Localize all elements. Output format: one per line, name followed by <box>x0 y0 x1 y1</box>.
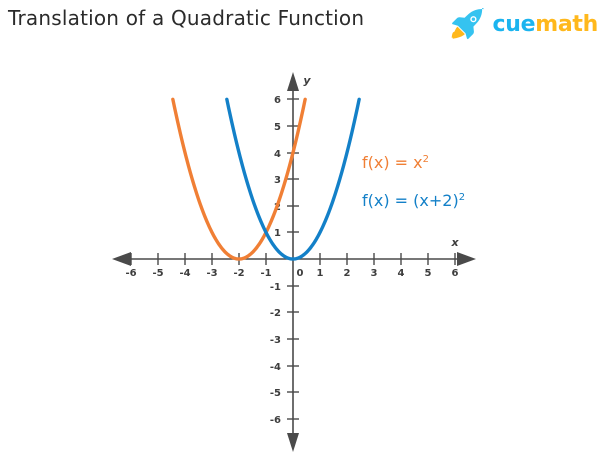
y-tick-label: -1 <box>270 282 281 293</box>
y-axis-tick-labels: 6 5 4 3 2 1 -1 -2 -3 -4 -5 -6 <box>270 95 281 426</box>
legend-blue-exponent: 2 <box>459 192 465 203</box>
legend-blue-main: f(x) = (x+2) <box>362 191 459 210</box>
rocket-icon <box>447 8 487 40</box>
parabola-curve-orange <box>171 97 307 261</box>
logo-text-cue: cue <box>492 11 536 37</box>
x-tick-label: 1 <box>317 268 324 279</box>
x-tick-label: -1 <box>260 268 271 279</box>
y-axis-label: y <box>303 74 311 87</box>
y-tick-label: 5 <box>274 122 281 133</box>
x-tick-label: 5 <box>425 268 432 279</box>
y-tick-label: -3 <box>270 335 281 346</box>
x-tick-label: -3 <box>206 268 217 279</box>
x-tick-label: -6 <box>125 268 136 279</box>
x-tick-label: -2 <box>233 268 244 279</box>
legend: f(x) = x2 f(x) = (x+2)2 <box>362 153 465 210</box>
x-axis-label: x <box>450 236 459 249</box>
y-tick-label: 4 <box>274 149 281 160</box>
y-axis-ticks <box>287 98 299 420</box>
y-tick-label: -2 <box>270 308 281 319</box>
page-title: Translation of a Quadratic Function <box>8 6 365 30</box>
x-tick-label: 3 <box>371 268 378 279</box>
quadratic-translation-chart: -6 -5 -4 -3 -2 -1 0 1 2 3 4 5 6 6 5 4 3 … <box>0 62 608 464</box>
legend-label-blue: f(x) = (x+2)2 <box>362 191 465 210</box>
logo-text-math: math <box>535 11 598 37</box>
y-axis <box>287 72 299 452</box>
y-tick-label: -5 <box>270 388 281 399</box>
y-tick-label: 1 <box>274 228 281 239</box>
x-tick-label: 4 <box>398 268 405 279</box>
y-tick-label: 6 <box>274 95 281 106</box>
x-axis-ticks <box>130 253 456 265</box>
logo-wordmark: cuemath <box>492 11 599 37</box>
y-tick-label: 3 <box>274 175 281 186</box>
legend-label-orange: f(x) = x2 <box>362 153 429 172</box>
y-tick-label: -6 <box>270 415 281 426</box>
x-tick-label: 2 <box>344 268 351 279</box>
x-tick-label: -4 <box>179 268 190 279</box>
y-tick-label: -4 <box>270 362 281 373</box>
x-axis-tick-labels: -6 -5 -4 -3 -2 -1 0 1 2 3 4 5 6 <box>125 268 458 279</box>
legend-orange-exponent: 2 <box>423 154 429 165</box>
parabola-curve-blue <box>225 97 361 261</box>
x-tick-label: -5 <box>152 268 163 279</box>
x-tick-label: 6 <box>452 268 459 279</box>
brand-logo: cuemath <box>447 8 598 40</box>
x-tick-label-origin: 0 <box>297 268 304 279</box>
legend-orange-main: f(x) = x <box>362 153 423 172</box>
